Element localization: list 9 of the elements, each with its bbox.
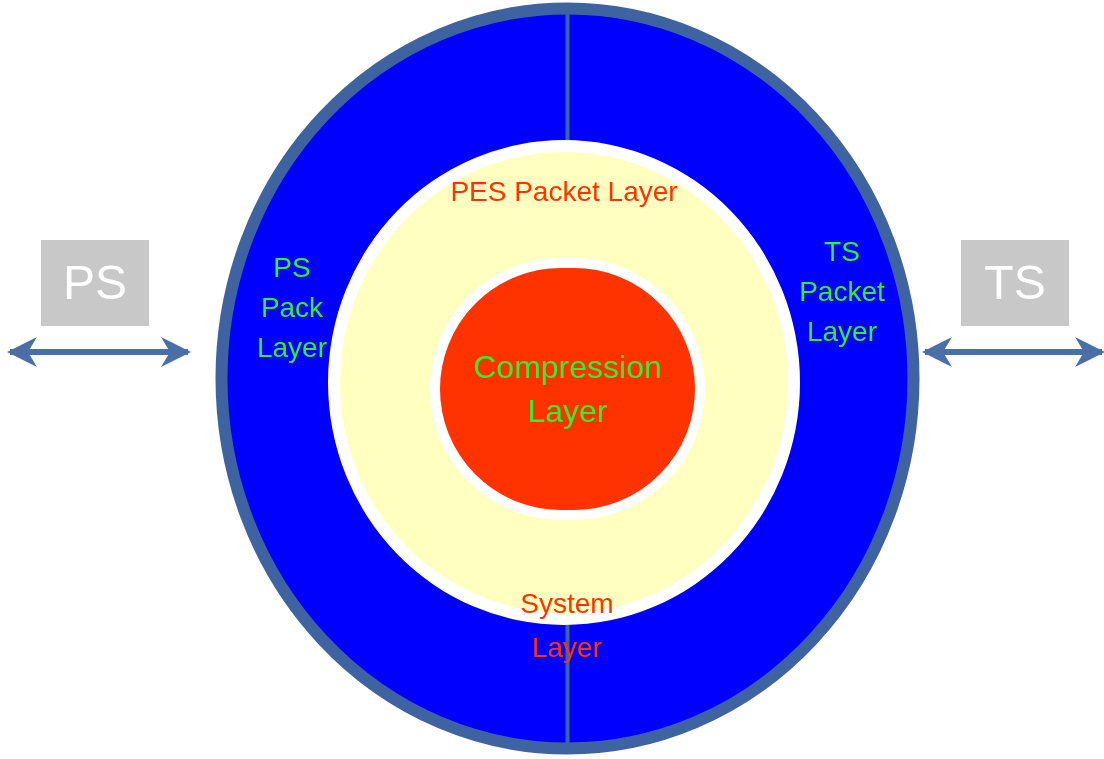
- label-box: [961, 240, 1069, 326]
- layer-label: PES Packet Layer: [449, 175, 679, 209]
- layer-label: PS Pack Layer: [255, 251, 328, 365]
- layer-label: Compression Layer: [472, 348, 663, 431]
- layer-label: System Layer: [519, 587, 615, 665]
- double-arrow: [922, 337, 1104, 367]
- double-arrow: [7, 337, 191, 367]
- label-box: [41, 240, 149, 326]
- layer-label: TS Packet Layer: [798, 235, 886, 349]
